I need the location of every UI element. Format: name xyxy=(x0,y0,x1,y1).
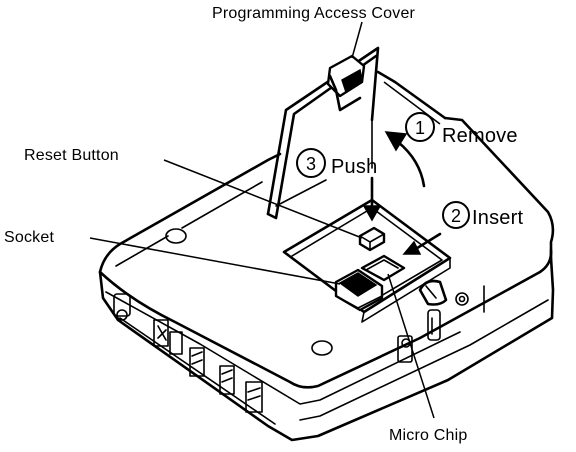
access-cover xyxy=(266,46,380,220)
reset-button-shape xyxy=(358,226,386,252)
svg-text:3: 3 xyxy=(306,154,316,174)
svg-text:1: 1 xyxy=(415,118,425,138)
leader-reset xyxy=(163,159,363,239)
svg-text:2: 2 xyxy=(451,206,461,226)
step-1-badge: 1 xyxy=(405,112,435,142)
label-socket: Socket xyxy=(4,229,54,246)
label-reset: Reset Button xyxy=(24,147,119,164)
insert-arrow xyxy=(402,232,442,255)
label-micro-chip: Micro Chip xyxy=(389,427,467,444)
leader-cover xyxy=(351,21,363,59)
remove-arrow xyxy=(384,131,426,188)
socket-shape xyxy=(334,268,384,312)
label-insert: Insert xyxy=(472,207,523,229)
push-arrow xyxy=(362,176,382,222)
label-remove: Remove xyxy=(442,125,518,147)
leader-socket xyxy=(89,237,341,285)
label-cover: Programming Access Cover xyxy=(212,5,416,22)
step-2-badge: 2 xyxy=(442,201,470,229)
step-3-badge: 3 xyxy=(296,148,326,178)
micro-chip-shape xyxy=(360,254,406,282)
leader-micro-chip xyxy=(387,273,435,419)
label-push: Push xyxy=(331,156,377,178)
